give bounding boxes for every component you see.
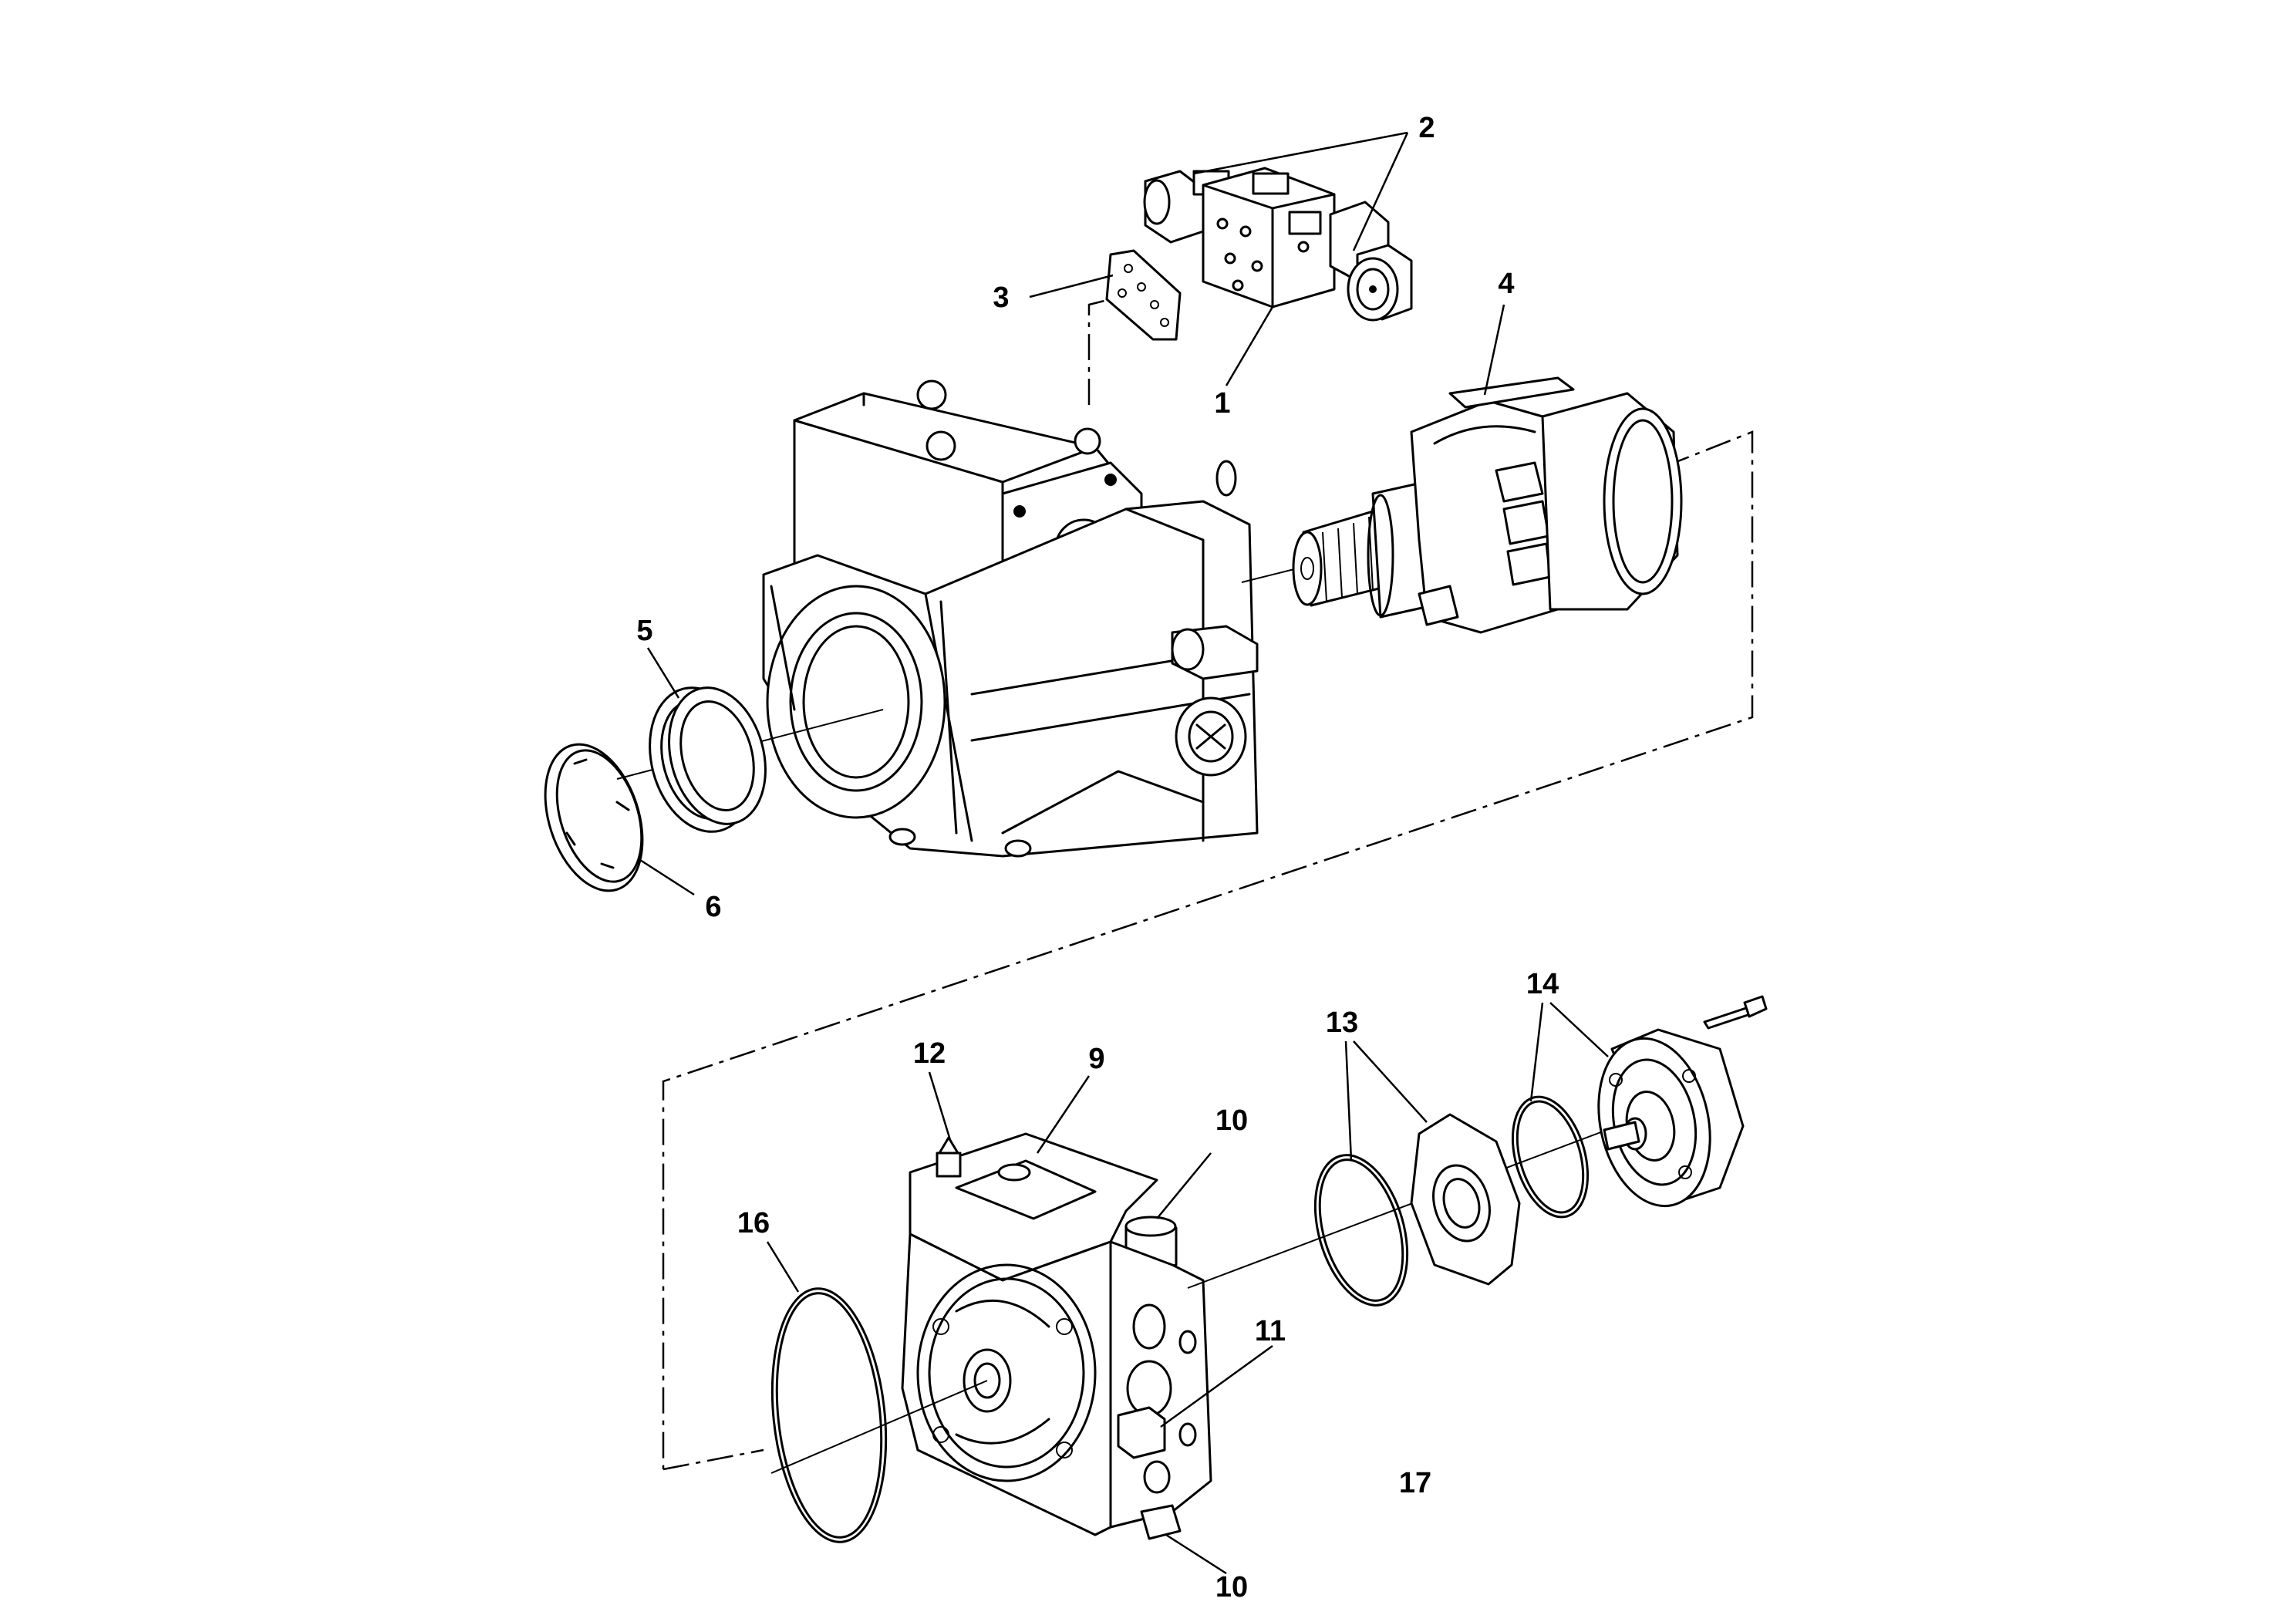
callout-10-bottom: 10 <box>1215 1571 1248 1603</box>
wear-plate-icon <box>1410 1113 1521 1286</box>
callout-5: 5 <box>636 615 652 647</box>
retaining-ring-icon <box>544 743 644 892</box>
port-plate-icon <box>901 1132 1212 1540</box>
callout-3: 3 <box>993 282 1009 314</box>
rotating-group-icon <box>1292 376 1683 634</box>
pump-housing-icon <box>762 379 1259 858</box>
callout-16: 16 <box>737 1207 770 1239</box>
callout-12: 12 <box>913 1037 946 1070</box>
small-o-ring-icon <box>1313 1154 1409 1307</box>
leader-lines <box>639 131 1609 1575</box>
callout-1: 1 <box>1214 387 1230 420</box>
callout-6: 6 <box>705 891 721 923</box>
callout-11: 11 <box>1255 1315 1286 1347</box>
callout-14: 14 <box>1526 968 1559 1000</box>
o-ring-icon <box>770 1287 888 1543</box>
lower-axis-line <box>770 1121 1628 1474</box>
callout-2: 2 <box>1418 112 1435 144</box>
charge-pump-icon <box>1597 995 1768 1208</box>
gasket-plate-icon <box>1105 249 1182 341</box>
callout-9: 9 <box>1088 1043 1104 1075</box>
callout-17: 17 <box>1399 1467 1431 1499</box>
shaft-seal-icon <box>649 686 767 833</box>
callout-10-top: 10 <box>1215 1104 1248 1137</box>
callout-labels: 2 3 1 4 5 6 12 9 10 11 10 13 14 16 17 <box>636 112 1559 1603</box>
callout-4: 4 <box>1498 268 1514 300</box>
callout-13: 13 <box>1326 1007 1358 1039</box>
o-ring-2-icon <box>1511 1095 1590 1219</box>
directional-valve-icon <box>1143 167 1413 322</box>
assembly-centerlines <box>662 298 1754 1471</box>
